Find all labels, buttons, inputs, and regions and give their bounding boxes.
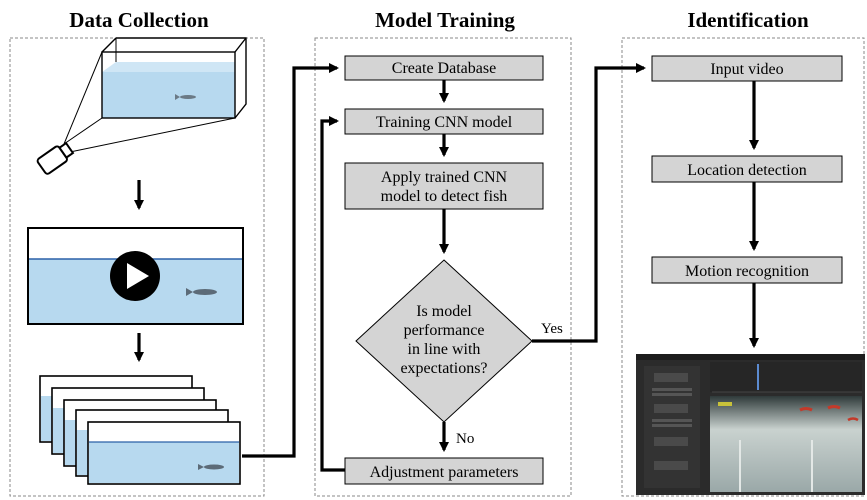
camera-icon <box>36 141 75 175</box>
svg-text:in line with: in line with <box>408 341 481 358</box>
panel-identification <box>621 37 865 497</box>
svg-text:expectations?: expectations? <box>400 360 487 377</box>
label-yes: Yes <box>541 321 563 337</box>
svg-text:performance: performance <box>404 322 485 339</box>
play-icon[interactable] <box>110 251 160 301</box>
svg-text:Apply trained CNN: Apply trained CNN <box>381 169 508 186</box>
svg-text:Input video: Input video <box>710 61 783 78</box>
decision-performance: Is model performance in line with expect… <box>355 259 533 423</box>
fish-icon <box>198 464 224 470</box>
panel-model-training <box>314 37 572 497</box>
step-training-cnn: Training CNN model <box>344 108 544 135</box>
heading-identification: Identification <box>687 8 809 32</box>
heading-data-collection: Data Collection <box>69 8 209 32</box>
svg-text:Training CNN model: Training CNN model <box>376 114 513 131</box>
arrow-adjustment-to-training <box>320 115 345 472</box>
svg-text:model to detect fish: model to detect fish <box>381 188 508 205</box>
step-input-video: Input video <box>651 55 843 82</box>
arrow-frames-to-database <box>242 62 340 458</box>
camera-view-cone <box>63 51 236 153</box>
svg-text:Motion recognition: Motion recognition <box>685 263 809 280</box>
svg-text:Adjustment parameters: Adjustment parameters <box>370 464 519 481</box>
svg-text:Create Database: Create Database <box>392 60 496 77</box>
step-motion-recognition: Motion recognition <box>651 256 843 284</box>
frame-stack <box>39 375 241 485</box>
fish-icon <box>186 288 217 296</box>
fish-icon <box>175 94 196 100</box>
app-screenshot <box>636 354 865 495</box>
step-apply-model: Apply trained CNN model to detect fish <box>344 162 544 210</box>
heading-model-training: Model Training <box>375 8 515 32</box>
step-create-database: Create Database <box>344 55 544 81</box>
step-location-detection: Location detection <box>651 155 843 183</box>
tank-illustration <box>101 37 247 119</box>
arrow-decision-yes <box>532 62 647 343</box>
video-frame <box>27 227 244 325</box>
svg-text:Is model: Is model <box>416 303 472 320</box>
label-no: No <box>456 431 474 447</box>
svg-text:Location detection: Location detection <box>687 162 807 179</box>
step-adjustment-parameters: Adjustment parameters <box>344 457 544 485</box>
